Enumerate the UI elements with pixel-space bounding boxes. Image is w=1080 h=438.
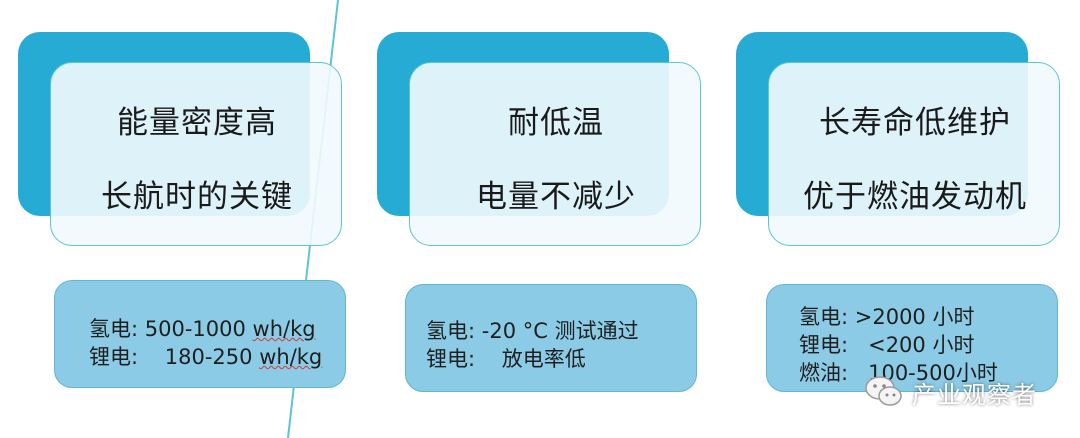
- card-2-panel: 耐低温 电量不减少: [409, 62, 701, 246]
- card-3-headline-2: 优于燃油发动机: [803, 179, 1027, 215]
- card-1-headline-1: 能量密度高: [117, 105, 277, 141]
- card-2-info-line-2: 锂电: 放电率低: [426, 347, 586, 371]
- card-2-headline-1: 耐低温: [508, 105, 604, 141]
- card-2-headline-2: 电量不减少: [476, 179, 636, 215]
- card-3-panel: 长寿命低维护 优于燃油发动机: [768, 62, 1060, 246]
- card-1-info-line-1: 氢电: 500-1000 wh/kg: [89, 317, 316, 341]
- card-3-info-line-3: 燃油: 100-500小时: [799, 361, 998, 385]
- card-3-info-line-2: 锂电: <200 小时: [799, 333, 975, 357]
- card-3-info-line-1: 氢电: >2000 小时: [799, 305, 975, 329]
- card-1-panel: 能量密度高 长航时的关键: [50, 62, 342, 246]
- card-1-info-line-2: 锂电: 180-250 wh/kg: [89, 345, 323, 369]
- card-2-info-box: 氢电: -20 °C 测试通过 锂电: 放电率低: [405, 284, 697, 392]
- card-3-headline-1: 长寿命低维护: [819, 105, 1011, 141]
- card-2-info-line-1: 氢电: -20 °C 测试通过: [426, 319, 639, 343]
- watermark: 产业观察者: [864, 372, 1037, 412]
- card-1-headline-2: 长航时的关键: [101, 179, 293, 215]
- watermark-text: 产业观察者: [912, 380, 1037, 409]
- card-3-info-box: 氢电: >2000 小时 锂电: <200 小时 燃油: 100-500小时: [766, 284, 1058, 392]
- card-1-info-box: 氢电: 500-1000 wh/kg 锂电: 180-250 wh/kg: [54, 280, 346, 388]
- wechat-icon: [865, 376, 902, 406]
